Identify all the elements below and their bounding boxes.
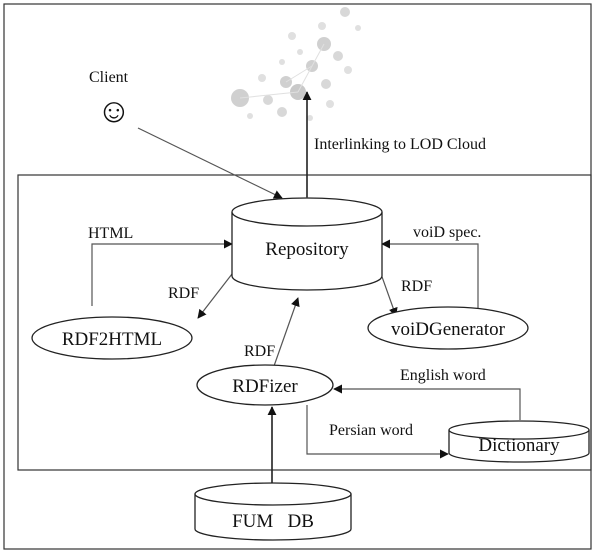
- edge-rdfizer-repository: [273, 297, 300, 367]
- voidgenerator-label: voiDGenerator: [391, 319, 506, 340]
- rdfizer-label: RDFizer: [232, 376, 298, 397]
- edge-label-void-spec: voiD spec.: [413, 224, 481, 241]
- rdfizer-node: RDFizer: [196, 364, 334, 406]
- edge-label-interlinking: Interlinking to LOD Cloud: [314, 136, 486, 153]
- repository-node: Repository: [231, 197, 383, 291]
- edge-repository-rdf2html: [197, 273, 233, 319]
- edge-client-repository: [137, 127, 283, 199]
- edge-label-html: HTML: [88, 225, 133, 242]
- edge-repository-void: [380, 273, 398, 317]
- dictionary-label: Dictionary: [478, 435, 560, 456]
- smiley-icon: ☺: [97, 93, 132, 130]
- fumdb-label: FUM DB: [232, 511, 314, 532]
- edge-label-english-word: English word: [400, 367, 486, 384]
- lod-cloud-icon: [231, 7, 361, 121]
- edge-label-persian-word: Persian word: [329, 422, 413, 439]
- rdf2html-node: RDF2HTML: [31, 316, 193, 360]
- edge-void-spec: [381, 239, 479, 308]
- repository-label: Repository: [265, 239, 349, 260]
- voidgenerator-node: voiDGenerator: [367, 306, 529, 350]
- client-label: Client: [89, 69, 129, 86]
- edge-label-rdf-left: RDF: [168, 285, 199, 302]
- edge-english-word: [333, 384, 521, 420]
- edge-label-rdf-right: RDF: [401, 278, 432, 295]
- edge-persian-word: [306, 405, 449, 459]
- edge-html: [91, 239, 233, 306]
- rdf2html-label: RDF2HTML: [62, 329, 162, 350]
- edge-label-rdf-rdfizer: RDF: [244, 343, 275, 360]
- dictionary-node: Dictionary: [448, 420, 590, 463]
- fumdb-node: FUM DB: [194, 482, 352, 541]
